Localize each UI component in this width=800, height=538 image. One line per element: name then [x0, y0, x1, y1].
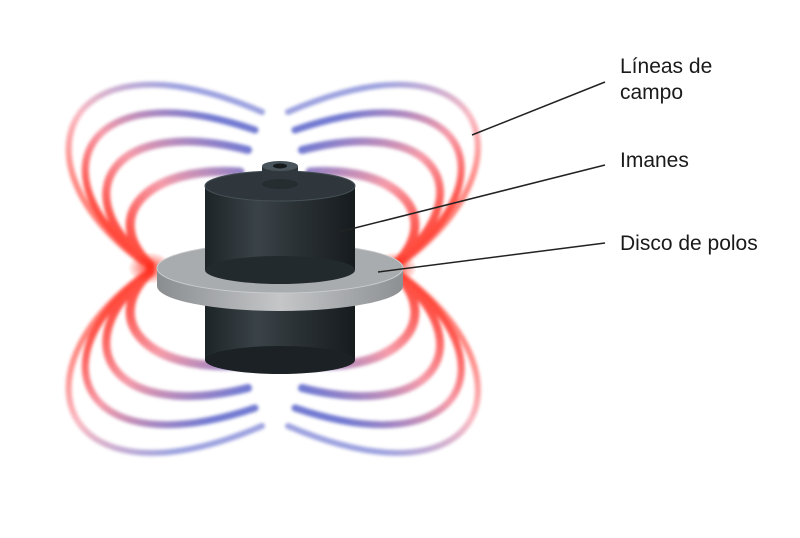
field-lines-upper-left — [65, 81, 265, 270]
leader-line-field — [471, 81, 606, 136]
label-field-lines: Líneas de campo — [620, 54, 780, 106]
field-lines-upper-right — [285, 81, 481, 270]
leader-line-disc — [377, 242, 606, 273]
label-field-lines-line2: campo — [620, 81, 684, 104]
label-magnets: Imanes — [620, 149, 689, 172]
leader-lines — [334, 81, 606, 273]
label-pole-disc: Disco de polos — [620, 232, 758, 255]
label-field-lines-line1: Líneas de — [620, 55, 713, 78]
leader-line-magnets — [334, 164, 606, 234]
upper-magnet — [204, 161, 356, 284]
field-lines-lower-left — [65, 267, 265, 456]
